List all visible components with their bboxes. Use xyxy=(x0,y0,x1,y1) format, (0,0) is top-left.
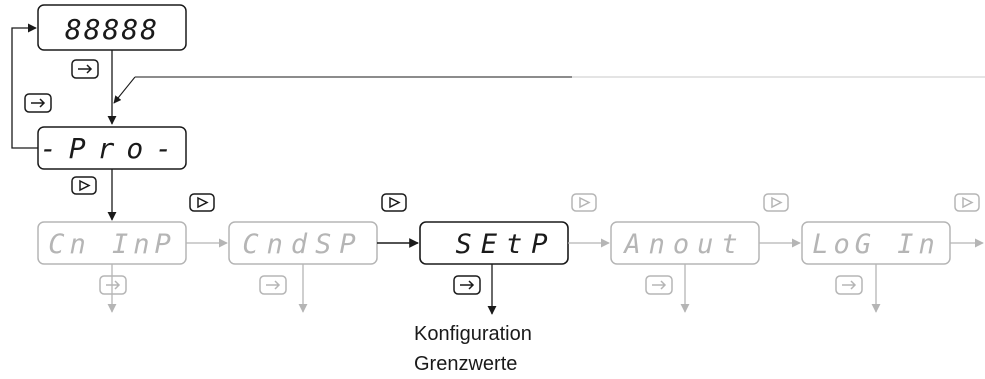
display-pro-text: -Pro- xyxy=(40,132,184,165)
return-arrow xyxy=(113,76,136,104)
enter-key-icon[interactable] xyxy=(24,93,52,113)
display-login-text: LoG In xyxy=(812,229,940,260)
loop-arrow xyxy=(11,23,38,149)
next-key-icon[interactable] xyxy=(571,193,597,212)
display-cninp-text: Cn InP xyxy=(48,229,176,260)
display-cndsp-text: CndSP xyxy=(242,229,363,260)
next-key-icon[interactable] xyxy=(954,193,980,212)
caption-line-1: Konfiguration xyxy=(414,323,532,345)
enter-key-icon[interactable] xyxy=(453,275,481,295)
display-anout-text: Anout xyxy=(622,229,745,260)
display-pro: -Pro- xyxy=(37,126,187,170)
display-setp-text: SEtP xyxy=(455,229,556,260)
enter-key-icon[interactable] xyxy=(259,275,287,295)
display-anout: Anout xyxy=(610,221,760,265)
enter-key-icon[interactable] xyxy=(835,275,863,295)
next-key-icon[interactable] xyxy=(381,193,407,212)
display-cninp: Cn InP xyxy=(37,221,187,265)
display-cndsp: CndSP xyxy=(228,221,378,265)
enter-key-icon[interactable] xyxy=(99,275,127,295)
display-login: LoG In xyxy=(801,221,951,265)
display-top: 88888 xyxy=(37,4,187,51)
enter-key-icon[interactable] xyxy=(71,59,99,79)
next-key-icon[interactable] xyxy=(71,176,97,195)
caption-line-2: Grenzwerte xyxy=(414,353,517,375)
next-key-icon[interactable] xyxy=(189,193,215,212)
display-setp: SEtP xyxy=(419,221,569,265)
display-top-text: 88888 xyxy=(65,13,159,46)
next-key-icon[interactable] xyxy=(763,193,789,212)
enter-key-icon[interactable] xyxy=(645,275,673,295)
